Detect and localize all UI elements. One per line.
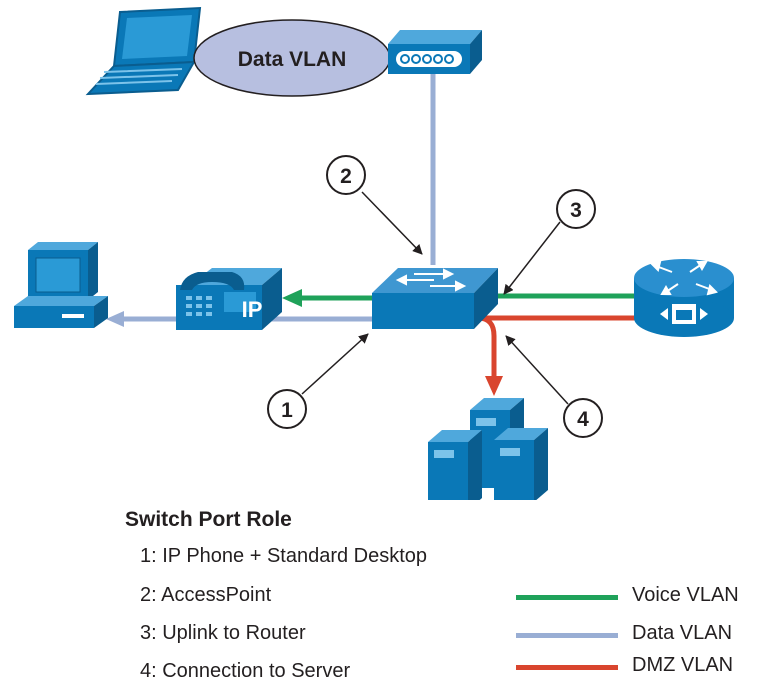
legend-swatch-dmz [516,665,618,670]
section-title: Switch Port Role [125,508,292,531]
laptop-icon [85,6,202,96]
switch-icon [372,268,498,329]
data-vlan-arrowhead [106,311,124,327]
legend-dmz-vlan: DMZ VLAN [516,654,766,680]
ip-phone-icon [176,268,282,330]
voice-vlan-arrowhead [282,289,302,307]
router-icon [634,259,734,337]
phone-ip-label: IP [242,297,263,322]
legend-voice-vlan: Voice VLAN [516,584,766,610]
port-role-1: 1: IP Phone + Standard Desktop [140,545,428,567]
callout-3-label: 3 [570,199,582,222]
callout-4: 4 [505,335,603,438]
legend-label-dmz: DMZ VLAN [632,654,734,676]
server-icon [428,398,548,500]
callout-4-label: 4 [577,408,589,431]
legend-swatch-voice [516,595,618,600]
callout-2-label: 2 [340,165,352,188]
callout-2: 2 [326,155,423,255]
dmz-vlan-arrowhead [485,376,503,396]
dmz-vlan-link-server [477,315,497,378]
callout-3: 3 [503,189,596,295]
network-diagram: Data VLAN IP [14,6,734,500]
legend-label-voice: Voice VLAN [632,584,739,606]
port-role-4: 4: Connection to Server [140,660,351,682]
desktop-pc-icon [14,242,108,328]
access-point-icon [388,30,482,74]
port-role-2: 2: AccessPoint [140,584,272,606]
port-role-3: 3: Uplink to Router [140,622,306,644]
legend-data-vlan: Data VLAN [516,622,766,648]
callout-1: 1 [267,333,369,429]
legend-swatch-data [516,633,618,638]
callout-1-label: 1 [281,399,293,422]
legend-label-data: Data VLAN [632,622,733,644]
cloud-label: Data VLAN [238,48,347,71]
